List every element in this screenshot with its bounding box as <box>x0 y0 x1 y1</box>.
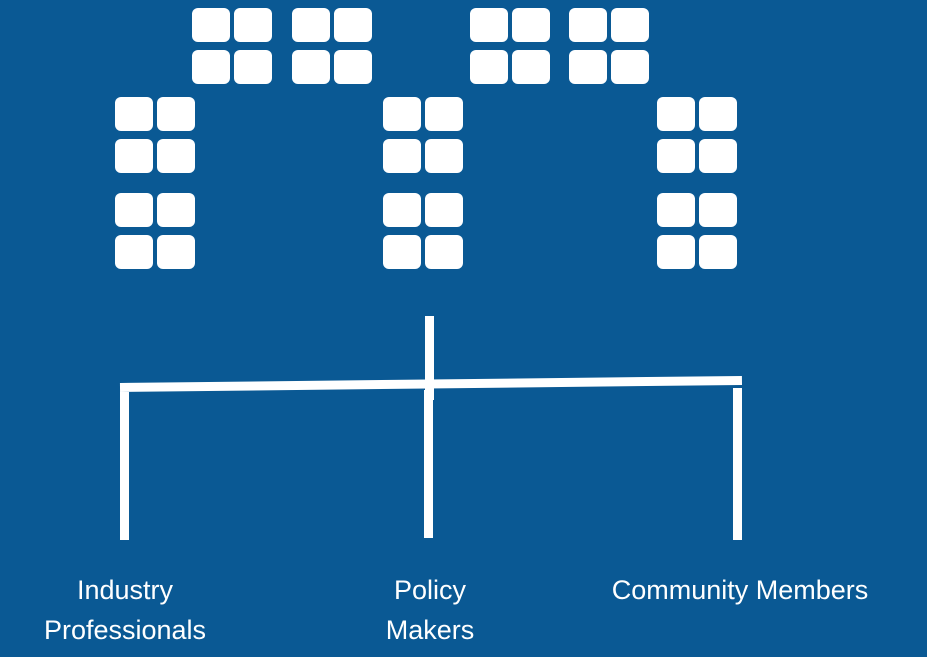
label-community-line1: Community Members <box>611 575 869 605</box>
grid-cell-square <box>512 50 550 84</box>
grid-cell-square <box>157 97 195 131</box>
grid-cell-square <box>334 8 372 42</box>
grid-cell-square <box>115 139 153 173</box>
grid-cell-square <box>383 235 421 269</box>
branch-line-center <box>424 390 433 538</box>
grid-cell-square <box>157 139 195 173</box>
label-policy-line2: Makers <box>385 615 475 645</box>
grid-cell-square <box>611 50 649 84</box>
grid-cell-square <box>115 97 153 131</box>
grid-cell-square <box>657 235 695 269</box>
label-policy-line1: Policy <box>393 575 467 605</box>
label-industry-professionals: Industry Professionals <box>0 570 250 650</box>
grid-cell-square <box>657 97 695 131</box>
branch-line-right <box>733 388 742 540</box>
grid-cell-square <box>569 8 607 42</box>
label-community-members: Community Members <box>560 570 920 610</box>
grid-cell-square <box>611 8 649 42</box>
grid-cell-square <box>657 139 695 173</box>
grid-cell-square <box>699 97 737 131</box>
grid-cell-square <box>192 8 230 42</box>
grid-cell-square <box>383 97 421 131</box>
grid-cell-square <box>425 139 463 173</box>
grid-cell-square <box>425 97 463 131</box>
label-industry-line2: Professionals <box>43 615 207 645</box>
grid-cell-square <box>115 235 153 269</box>
grid-cell-square <box>699 193 737 227</box>
grid-cell-square <box>569 50 607 84</box>
grid-cell-square <box>234 8 272 42</box>
grid-cell-square <box>425 193 463 227</box>
grid-cell-square <box>292 8 330 42</box>
grid-cell-square <box>425 235 463 269</box>
grid-cell-square <box>157 193 195 227</box>
branch-line-left <box>120 392 129 540</box>
grid-cell-square <box>657 193 695 227</box>
grid-cell-square <box>334 50 372 84</box>
grid-cell-square <box>292 50 330 84</box>
grid-cell-square <box>383 139 421 173</box>
grid-cell-square <box>383 193 421 227</box>
grid-cell-square <box>157 235 195 269</box>
grid-cell-square <box>699 235 737 269</box>
label-industry-line1: Industry <box>76 575 174 605</box>
trunk-line <box>425 316 434 400</box>
grid-cell-square <box>512 8 550 42</box>
grid-cell-square <box>699 139 737 173</box>
grid-cell-square <box>234 50 272 84</box>
grid-cell-square <box>470 8 508 42</box>
grid-cell-square <box>192 50 230 84</box>
label-policy-makers: Policy Makers <box>330 570 530 650</box>
grid-cell-square <box>470 50 508 84</box>
grid-cell-square <box>115 193 153 227</box>
